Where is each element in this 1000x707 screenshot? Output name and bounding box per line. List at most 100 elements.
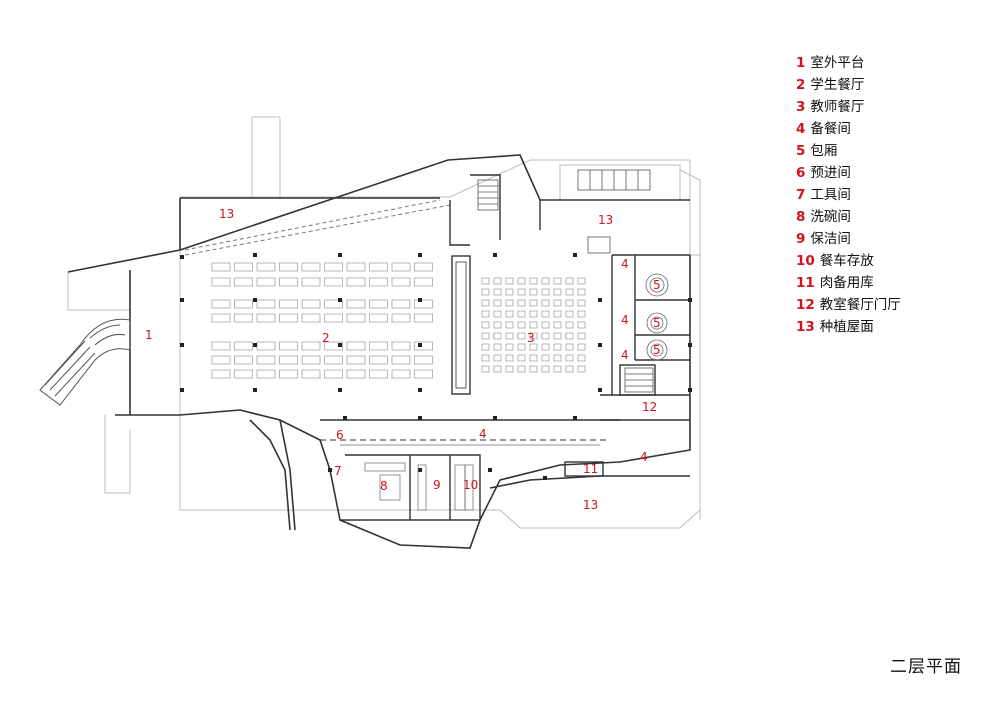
table-mark [565,321,574,329]
table-mark [324,313,343,323]
table-mark [414,313,433,323]
column-mark [573,253,577,257]
table-mark [414,299,433,309]
table-mark [481,299,490,307]
column-mark [598,343,602,347]
table-mark [391,299,411,309]
room-label-5a: 5 [653,278,661,292]
table-mark [517,354,526,362]
table-mark [279,369,298,379]
column-mark [180,255,184,259]
table-mark [529,277,538,285]
room-label-7: 7 [334,464,342,478]
table-mark [414,355,433,365]
table-mark [505,365,514,373]
table-mark [541,365,550,373]
table-mark [211,299,231,309]
column-mark [598,298,602,302]
room-label-13c: 13 [583,498,599,512]
table-mark [324,277,343,287]
legend-label: 学生餐厅 [810,77,865,93]
table-mark [301,313,321,323]
room-label-4b: 4 [621,313,629,327]
table-mark [493,354,502,362]
table-mark [565,343,574,351]
table-mark [505,288,514,296]
table-mark [577,343,586,351]
table-mark [517,299,526,307]
table-mark [279,277,298,287]
table-mark [505,321,514,329]
table-mark [211,313,231,323]
table-mark [391,277,411,287]
room-label-4c: 4 [621,348,629,362]
table-mark [369,341,388,351]
legend-number: 8 [796,209,806,225]
table-mark [493,332,502,340]
table-mark [541,288,550,296]
table-mark [529,343,538,351]
table-mark [234,341,253,351]
room-label-4e: 4 [640,450,648,464]
column-mark [488,468,492,472]
table-mark [517,343,526,351]
table-mark [577,277,586,285]
room-label-11: 11 [583,462,599,476]
table-mark [553,365,562,373]
column-mark [418,416,422,420]
table-mark [256,277,276,287]
table-mark [234,369,253,379]
table-mark [369,277,388,287]
table-mark [369,355,388,365]
column-mark [598,388,602,392]
table-mark [211,369,231,379]
table-mark [369,313,388,323]
table-mark [279,355,298,365]
legend-label: 教师餐厅 [810,99,865,115]
column-mark [418,388,422,392]
table-mark [493,343,502,351]
table-mark [529,321,538,329]
table-mark [517,288,526,296]
legend-number: 10 [796,253,815,269]
table-mark [565,288,574,296]
table-mark [346,277,366,287]
table-mark [301,341,321,351]
legend-label: 预进间 [810,165,851,181]
table-mark [577,299,586,307]
table-mark [346,313,366,323]
table-mark [234,262,253,272]
column-mark [343,416,347,420]
table-mark [391,341,411,351]
legend-number: 1 [796,55,806,71]
structural-columns [180,253,692,480]
column-mark [253,388,257,392]
table-mark [541,310,550,318]
room-label-4a: 4 [621,257,629,271]
room-label-13b: 13 [598,213,614,227]
table-mark [481,310,490,318]
table-mark [256,341,276,351]
table-mark [301,299,321,309]
table-mark [577,288,586,296]
table-mark [324,355,343,365]
entrance-stair [39,318,131,406]
legend-number: 3 [796,99,806,115]
room-label-9: 9 [433,478,441,492]
site-outlines [67,116,701,529]
table-mark [414,277,433,287]
table-mark [505,343,514,351]
table-mark [256,313,276,323]
table-mark [577,332,586,340]
table-mark [493,288,502,296]
stair-cores [477,169,654,393]
table-mark [481,321,490,329]
table-mark [553,332,562,340]
legend-label: 保洁间 [810,231,851,247]
table-mark [234,355,253,365]
